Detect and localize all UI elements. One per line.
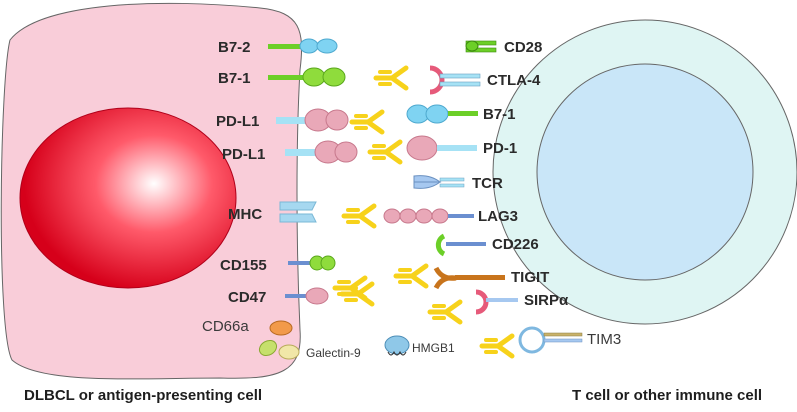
sirpa-receptor: [475, 289, 518, 315]
galectin-9-molecule: [258, 339, 300, 360]
tcell-caption: T cell or other immune cell: [572, 387, 762, 404]
label-tim3: TIM3: [587, 331, 621, 348]
mhc-molecule: [279, 201, 317, 223]
b7-2-ligand: [268, 38, 338, 54]
label-tigit: TIGIT: [511, 269, 549, 286]
label-b7-2: B7-2: [218, 39, 251, 56]
label-cd66a: CD66a: [202, 318, 249, 335]
b7-1-ligand: [268, 67, 346, 87]
label-cd155: CD155: [220, 257, 267, 274]
label-b7-1-apc: B7-1: [218, 70, 251, 87]
antibody-icon-tigit: [396, 266, 426, 286]
tigit-receptor: [433, 266, 505, 290]
pd-1-receptor: [406, 135, 477, 161]
b7-1-tcell-receptor: [406, 104, 478, 124]
antibody-icon-sirpa: [430, 302, 460, 322]
ctla-4-receptor: [429, 65, 481, 95]
lag3-receptor: [383, 208, 474, 224]
label-galectin-9: Galectin-9: [306, 346, 361, 360]
cd28-receptor: [465, 40, 497, 53]
label-pd-1: PD-1: [483, 140, 517, 157]
antibody-icon-pdl1-a: [352, 112, 382, 132]
label-cd28: CD28: [504, 39, 542, 56]
label-sirpa: SIRPα: [524, 292, 569, 309]
tcell-nucleus: [536, 63, 754, 281]
tim3-receptor: [518, 326, 583, 354]
antibody-icon-cd47: [342, 284, 372, 304]
cd226-receptor: [435, 233, 486, 257]
label-mhc: MHC: [228, 206, 262, 223]
hmgb1-molecule: [384, 335, 410, 356]
label-b7-1-tcell: B7-1: [483, 106, 516, 123]
apc-caption: DLBCL or antigen-presenting cell: [24, 387, 262, 404]
tcr-receptor: [413, 175, 465, 189]
apc-nucleus: [19, 107, 237, 289]
antibody-icon-tim3: [482, 336, 512, 356]
label-pd-l1-a: PD-L1: [216, 113, 259, 130]
antibody-icon-pdl1-b: [370, 142, 400, 162]
pd-l1-ligand-b: [285, 140, 358, 164]
label-ctla-4: CTLA-4: [487, 72, 541, 89]
cd66a-molecule: [269, 320, 293, 336]
label-tcr: TCR: [472, 175, 503, 192]
cd47-ligand: [285, 287, 329, 305]
antibody-icon-ctla4: [376, 68, 406, 88]
label-lag3: LAG3: [478, 208, 518, 225]
cd155-ligand: [288, 255, 336, 271]
label-cd226: CD226: [492, 236, 539, 253]
label-pd-l1-b: PD-L1: [222, 146, 265, 163]
pd-l1-ligand-a: [276, 108, 349, 132]
label-hmgb1: HMGB1: [412, 341, 455, 355]
label-cd47: CD47: [228, 289, 266, 306]
antibody-icon-lag3: [344, 206, 374, 226]
